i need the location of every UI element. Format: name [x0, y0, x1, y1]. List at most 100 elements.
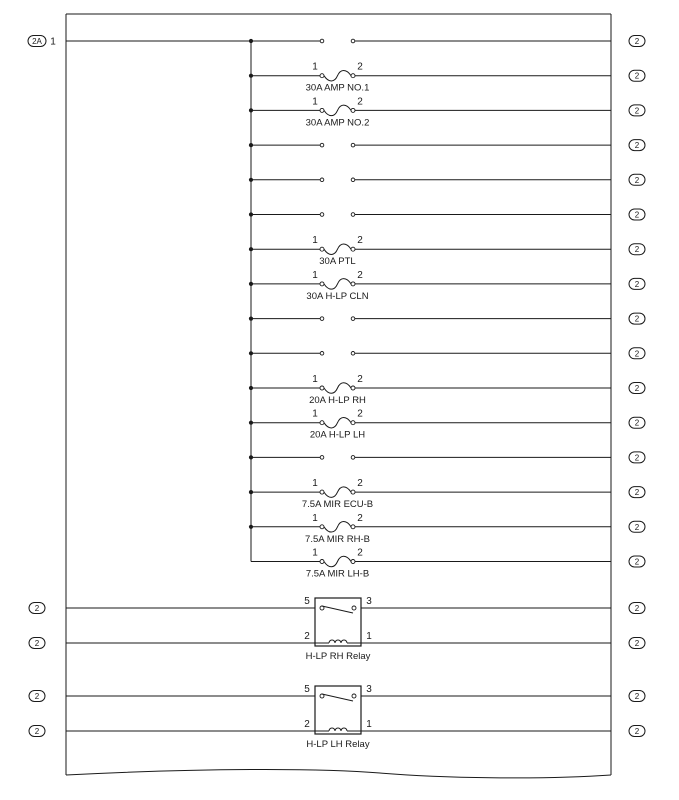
relay-switch-terminal-right — [351, 693, 357, 699]
fuse-pin-right: 2 — [357, 270, 363, 281]
relay-switch-contact — [321, 605, 354, 614]
fuse-terminal-right — [350, 281, 356, 287]
fuse-terminal-right — [350, 559, 356, 564]
junction-dot — [248, 385, 254, 391]
svg-text:2: 2 — [635, 280, 640, 289]
fuse-terminal-left — [319, 489, 325, 495]
svg-text:2: 2 — [635, 692, 640, 701]
slot-terminal-right — [350, 142, 356, 148]
output-connector-badge: 2 — [628, 347, 646, 360]
fuse-terminal-left — [319, 107, 325, 113]
fuse-pin-left: 1 — [312, 62, 318, 73]
relay-pin-1: 1 — [366, 719, 372, 730]
junction-dot — [248, 524, 254, 529]
relay-switch-contact — [321, 693, 354, 702]
relay-label: H-LP LH Relay — [306, 739, 369, 750]
fuse-terminal-left — [319, 73, 325, 79]
svg-text:2: 2 — [635, 488, 640, 497]
output-connector-badge: 2 — [628, 277, 646, 290]
fuse-label: 7.5A MIR RH-B — [305, 534, 370, 545]
output-connector-badge: 2 — [628, 416, 646, 429]
fuse-label: 30A PTL — [319, 256, 355, 267]
fuse-pin-left: 1 — [312, 513, 318, 524]
svg-text:2: 2 — [35, 692, 40, 701]
slot-terminal-left — [319, 177, 325, 183]
relay-pin-3: 3 — [366, 684, 372, 695]
svg-text:2: 2 — [635, 639, 640, 648]
frame-bottom-wave — [65, 768, 612, 779]
fuse-element — [323, 382, 352, 394]
fuse-terminal-right — [350, 385, 356, 391]
input-connector-pin: 1 — [50, 37, 56, 48]
slot-terminal-right — [350, 455, 356, 460]
slot-terminal-left — [319, 38, 325, 44]
relay-connector-badge-left: 2 — [28, 602, 46, 614]
relay-pin-2: 2 — [304, 631, 310, 642]
svg-text:2: 2 — [635, 141, 640, 150]
slot-terminal-right — [350, 212, 356, 217]
svg-text:2: 2 — [635, 727, 640, 736]
relay-label: H-LP RH Relay — [306, 651, 371, 662]
fuse-pin-left: 1 — [312, 235, 318, 246]
fuse-terminal-right — [350, 420, 356, 426]
relay-coil — [328, 639, 348, 644]
fuse-pin-right: 2 — [357, 96, 363, 107]
fuse-element — [323, 104, 352, 117]
fuse-pin-left: 1 — [312, 96, 318, 107]
fuse-label: 7.5A MIR ECU-B — [302, 499, 373, 510]
relay-pin-5: 5 — [304, 684, 310, 695]
svg-text:2: 2 — [635, 37, 640, 46]
junction-dot — [248, 316, 254, 321]
junction-dot — [248, 108, 254, 113]
fuse-row: 1 2 30A AMP NO.1 2 — [248, 62, 646, 94]
relay-pin-1: 1 — [366, 631, 372, 642]
fuse-terminal-right — [350, 524, 356, 530]
relay-switch-terminal-right — [351, 605, 357, 611]
svg-text:2: 2 — [635, 72, 640, 81]
fuse-pin-right: 2 — [357, 374, 363, 385]
svg-text:2: 2 — [635, 349, 640, 358]
relay-connector-badge-right: 2 — [628, 690, 646, 702]
relay-pin-5: 5 — [304, 596, 310, 607]
fuse-row: 2 — [248, 208, 646, 221]
output-connector-badge: 2 — [628, 555, 646, 568]
fuse-pin-right: 2 — [357, 62, 363, 73]
fuse-row: 2 — [248, 347, 646, 360]
junction-dot — [248, 38, 254, 44]
output-connector-badge: 2 — [628, 139, 646, 152]
fuse-element — [323, 243, 352, 255]
svg-text:2: 2 — [635, 106, 640, 115]
output-connector-badge: 2 — [628, 69, 646, 82]
svg-text:2: 2 — [635, 419, 640, 428]
svg-text:2: 2 — [635, 604, 640, 613]
junction-dot — [248, 177, 254, 182]
output-connector-badge: 2 — [628, 208, 646, 221]
output-connector-badge: 2 — [628, 312, 646, 325]
fuse-label: 30A AMP NO.1 — [306, 83, 370, 94]
fuse-terminal-left — [319, 559, 325, 564]
fuse-terminal-left — [319, 281, 325, 287]
fuse-terminal-left — [319, 524, 325, 530]
svg-text:2: 2 — [635, 245, 640, 254]
fuse-element — [323, 555, 352, 568]
fuse-label: 30A H-LP CLN — [306, 291, 368, 302]
fuse-label: 7.5A MIR LH-B — [306, 569, 369, 580]
svg-text:2: 2 — [35, 604, 40, 613]
relay-connector-badge-left: 2 — [28, 690, 46, 702]
relay-coil — [328, 727, 348, 732]
output-connector-badge: 2 — [628, 382, 646, 394]
output-connector-badge: 2 — [628, 520, 646, 533]
fuse-element — [323, 69, 352, 82]
slot-terminal-left — [319, 316, 325, 321]
fuse-element — [323, 278, 352, 290]
fuse-terminal-left — [319, 420, 325, 426]
fuse-label: 30A AMP NO.2 — [306, 117, 370, 128]
junction-dot — [248, 455, 254, 460]
fuse-terminal-right — [350, 73, 356, 79]
